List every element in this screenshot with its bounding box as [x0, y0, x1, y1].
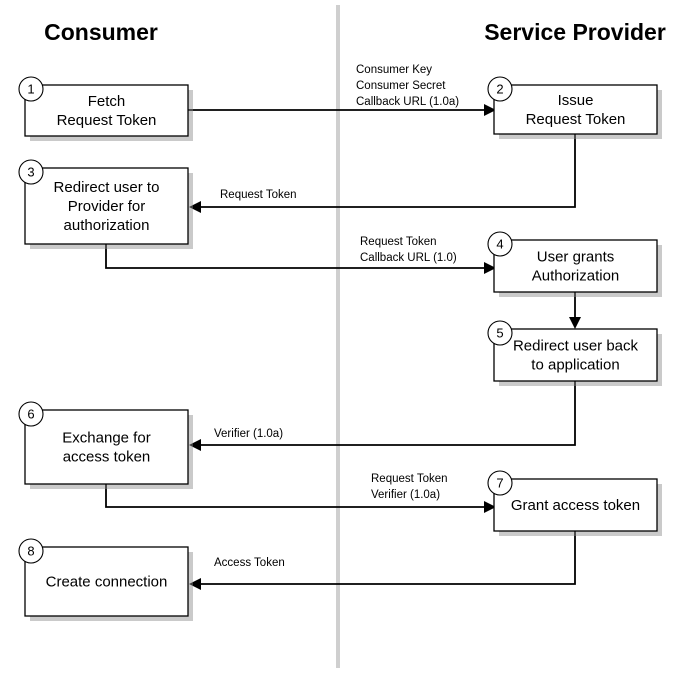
step-6-label-line: Exchange for	[62, 430, 150, 447]
arrow-step2-to-step3	[189, 134, 576, 213]
step-number: 4	[496, 237, 503, 252]
box-frame	[493, 478, 658, 532]
step-4-label-line: User grants	[537, 249, 615, 266]
step-number-circle	[487, 231, 513, 257]
message-label-line: Verifier (1.0a)	[371, 489, 440, 501]
step-2-label-line: Request Token	[526, 111, 626, 128]
box-frame	[24, 167, 189, 245]
step-4-label-line: Authorization	[532, 268, 620, 285]
arrow-step7-to-step8	[189, 531, 576, 590]
step-5-box: Redirect user back to application 5	[487, 320, 662, 386]
box-frame	[493, 328, 658, 382]
step-number: 8	[27, 544, 34, 559]
step-number: 5	[496, 326, 503, 341]
step-2-label-line: Issue	[558, 92, 594, 109]
message-label-line: Consumer Key	[356, 64, 432, 76]
step-number-circle	[487, 76, 513, 102]
box-frame	[493, 239, 658, 293]
step-number-circle	[18, 76, 44, 102]
message-label-line: Request Token	[220, 189, 297, 201]
message-label-4: Verifier (1.0a)	[214, 428, 283, 440]
step-number: 3	[27, 165, 34, 180]
step-number-circle	[18, 401, 44, 427]
step-number-circle	[18, 538, 44, 564]
step-3-label-line: authorization	[64, 217, 150, 234]
step-1-label-line: Request Token	[57, 112, 157, 129]
step-number-circle	[487, 320, 513, 346]
step-7-box: Grant access token 7	[487, 470, 662, 536]
arrow-step3-to-step4	[105, 244, 496, 274]
step-6-box: Exchange for access token 6	[18, 401, 193, 489]
message-label-line: Callback URL (1.0)	[360, 252, 457, 264]
box-frame	[24, 84, 189, 137]
box-frame	[24, 546, 189, 617]
message-label-2: Request Token	[220, 189, 297, 201]
box-frame	[493, 84, 658, 135]
step-number-circle	[18, 159, 44, 185]
message-label-line: Callback URL (1.0a)	[356, 96, 459, 108]
step-3-label-line: Redirect user to	[54, 179, 160, 196]
step-number: 7	[496, 476, 503, 491]
arrow-step5-to-step6	[189, 381, 576, 451]
step-5-label-line: Redirect user back	[513, 338, 639, 355]
step-3-box: Redirect user to Provider for authorizatio…	[18, 159, 193, 249]
step-number-circle	[487, 470, 513, 496]
connector-lines	[105, 104, 581, 590]
step-8-box: Create connection 8	[18, 538, 193, 621]
message-label-line: Access Token	[214, 557, 285, 569]
message-label-6: Access Token	[214, 557, 285, 569]
message-label-line: Request Token	[360, 236, 437, 248]
message-label-line: Verifier (1.0a)	[214, 428, 283, 440]
box-frame	[24, 409, 189, 485]
step-3-label-line: Provider for	[68, 198, 146, 215]
message-label-line: Consumer Secret	[356, 80, 446, 92]
arrow-step6-to-step7	[105, 484, 496, 513]
step-number: 2	[496, 82, 503, 97]
step-8-label-line: Create connection	[46, 574, 168, 591]
step-6-label-line: access token	[63, 449, 151, 466]
service-provider-header: Service Provider	[484, 19, 666, 45]
step-1-label-line: Fetch	[88, 93, 126, 110]
consumer-header: Consumer	[44, 19, 158, 45]
step-number: 1	[27, 82, 34, 97]
step-number: 6	[27, 407, 34, 422]
message-label-line: Request Token	[371, 473, 448, 485]
step-5-label-line: to application	[531, 357, 619, 374]
step-7-label-line: Grant access token	[511, 497, 640, 514]
